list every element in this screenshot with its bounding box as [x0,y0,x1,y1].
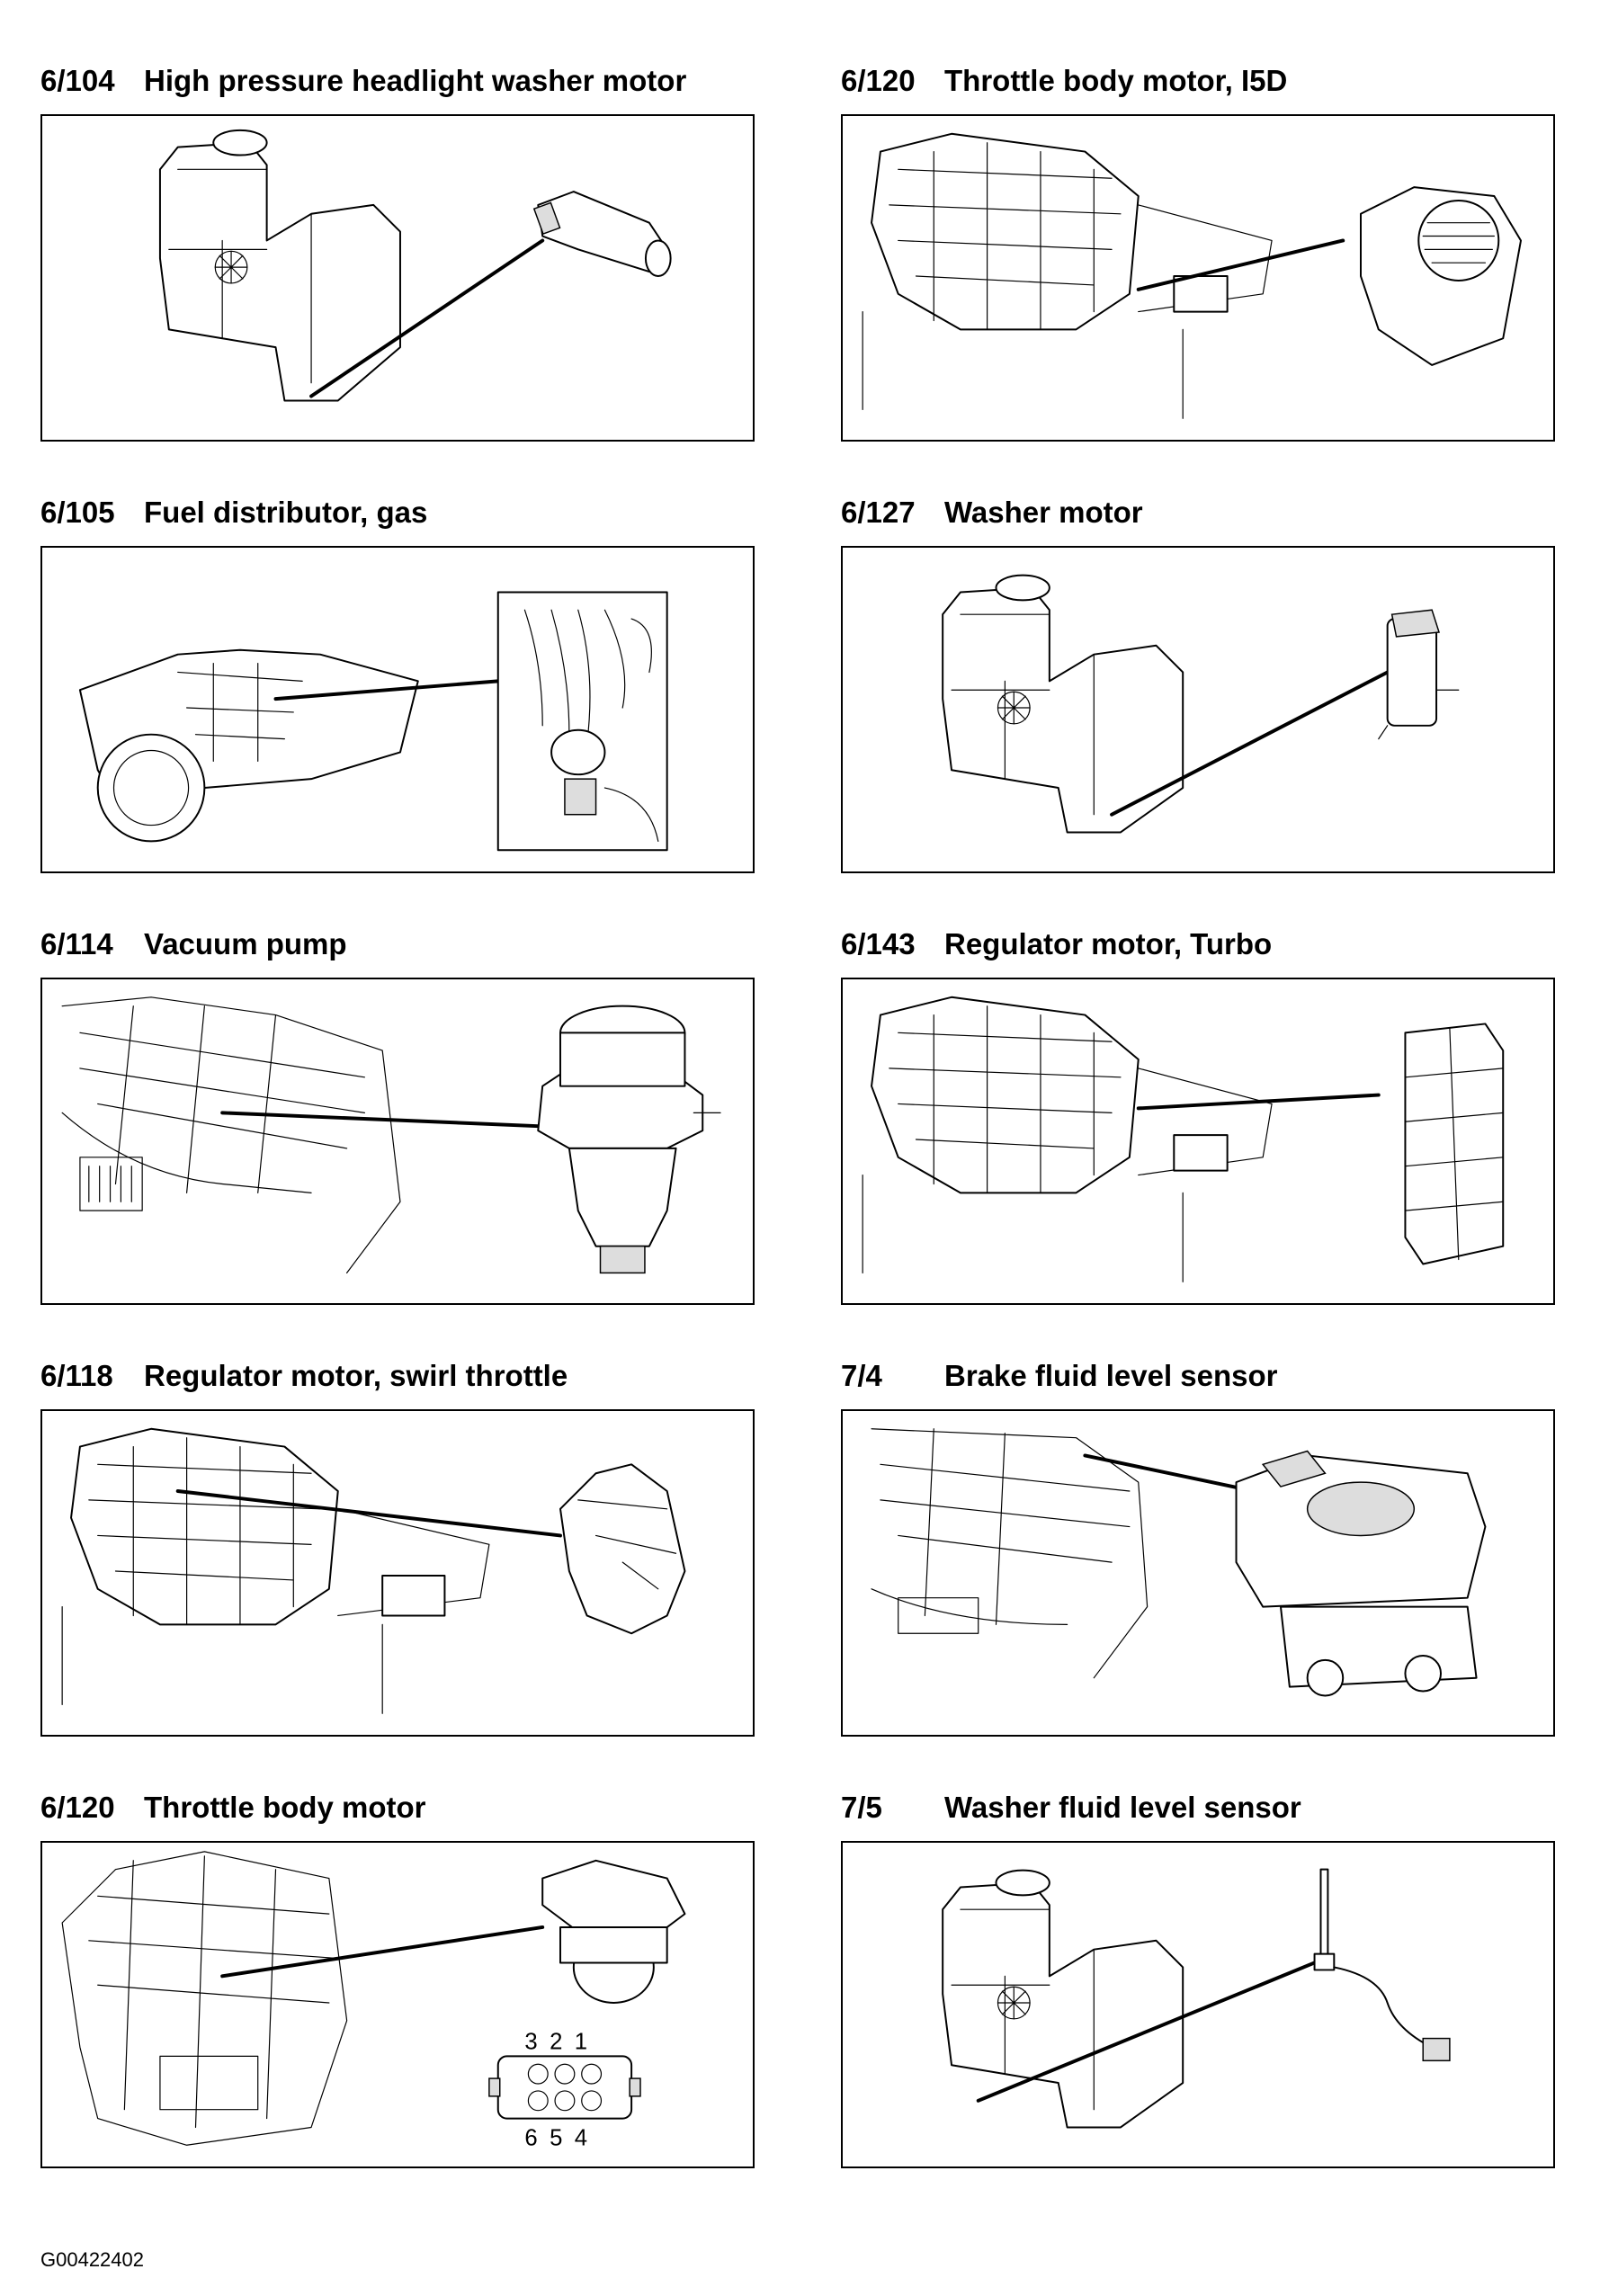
panel-throttle-body-motor-i5d: 6/120 Throttle body motor, I5D [841,58,1560,445]
panel-heading: 7/4 Brake fluid level sensor [841,1353,1560,1398]
diagram-frame [841,1841,1555,2168]
diagram-frame [841,978,1555,1305]
component-title: Regulator motor, swirl throttle [144,1359,568,1392]
panel-heading: 6/127 Washer motor [841,490,1560,535]
component-code: 6/118 [40,1359,113,1392]
document-code: G00422402 [40,2248,144,2271]
panel-headlight-washer-motor: 6/104 High pressure headlight washer mot… [40,58,760,445]
diagram-frame [40,978,755,1305]
component-code: 7/5 [841,1791,882,1824]
panel-throttle-body-motor: 6/120 Throttle body motor 3 2 1 6 [40,1785,760,2172]
washer-reservoir-icon [942,574,1460,834]
component-code: 6/104 [40,64,115,97]
component-code: 6/120 [40,1791,115,1824]
panel-heading: 6/118 Regulator motor, swirl throttle [40,1353,760,1398]
panel-heading: 6/143 Regulator motor, Turbo [841,922,1560,967]
engine-icon [871,1428,1487,1697]
component-code: 6/120 [841,64,916,97]
component-title: Regulator motor, Turbo [944,927,1273,960]
engine-icon [862,996,1505,1282]
panel-regulator-motor-swirl-throttle: 6/118 Regulator motor, swirl throttle [40,1353,760,1740]
component-title: Vacuum pump [144,927,347,960]
panel-heading: 6/120 Throttle body motor, I5D [841,58,1560,103]
engine-icon: 3 2 1 6 5 4 [61,1851,686,2150]
pin-label: 3 [524,2029,537,2054]
component-title: Fuel distributor, gas [144,496,428,529]
engine-icon [61,1427,686,1714]
panel-heading: 6/120 Throttle body motor [40,1785,760,1830]
panel-heading: 6/104 High pressure headlight washer mot… [40,58,760,103]
diagram-frame [841,114,1555,442]
diagram-frame [40,114,755,442]
panel-fuel-distributor-gas: 6/105 Fuel distributor, gas [40,490,760,877]
component-title: Throttle body motor, I5D [944,64,1288,97]
diagram-frame [841,546,1555,873]
pin-label: 2 [550,2029,562,2054]
panel-heading: 7/5 Washer fluid level sensor [841,1785,1560,1830]
diagram-frame: 3 2 1 6 5 4 [40,1841,755,2168]
component-code: 6/127 [841,496,916,529]
pin-label: 6 [524,2125,537,2150]
engine-icon [61,996,721,1274]
component-code: 6/105 [40,496,115,529]
diagram-frame [40,1409,755,1737]
panel-vacuum-pump: 6/114 Vacuum pump [40,922,760,1309]
washer-reservoir-icon [158,129,672,402]
panel-regulator-motor-turbo: 6/143 Regulator motor, Turbo [841,922,1560,1309]
component-title: Washer motor [944,496,1143,529]
pin-label: 4 [575,2125,587,2150]
component-title: Washer fluid level sensor [944,1791,1301,1824]
component-code: 6/114 [40,927,113,960]
panel-brake-fluid-level-sensor: 7/4 Brake fluid level sensor [841,1353,1560,1740]
diagram-frame [40,546,755,873]
pin-label: 5 [550,2125,562,2150]
engine-icon [862,132,1522,419]
diagram-frame [841,1409,1555,1737]
engine-icon [78,591,668,852]
pin-label: 1 [575,2029,587,2054]
component-code: 7/4 [841,1359,882,1392]
component-title: Brake fluid level sensor [944,1359,1278,1392]
panel-washer-fluid-level-sensor: 7/5 Washer fluid level sensor [841,1785,1560,2172]
washer-reservoir-icon [942,1868,1451,2129]
panel-washer-motor: 6/127 Washer motor [841,490,1560,877]
component-code: 6/143 [841,927,916,960]
panel-heading: 6/105 Fuel distributor, gas [40,490,760,535]
component-title: High pressure headlight washer motor [144,64,687,97]
panel-heading: 6/114 Vacuum pump [40,922,760,967]
component-title: Throttle body motor [144,1791,426,1824]
